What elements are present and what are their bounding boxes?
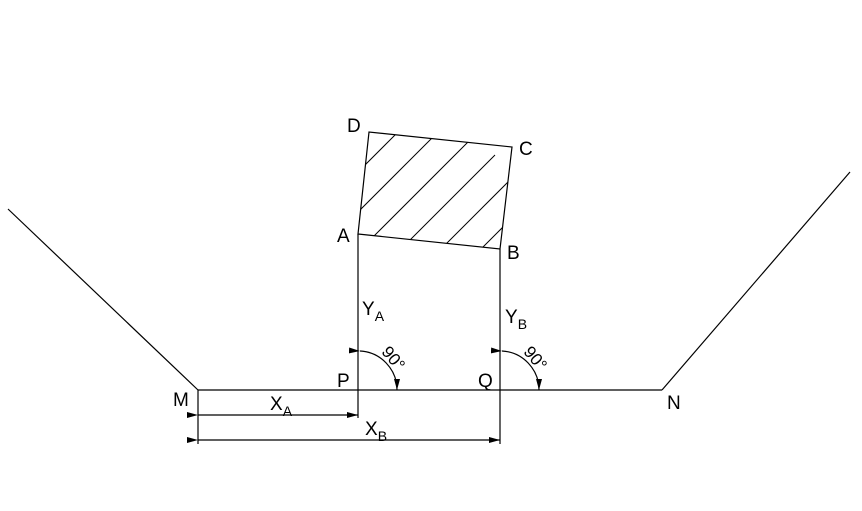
dimension-label-yb: YB [505,307,527,332]
angle-label-right: 90° [520,342,551,374]
point-label-a: A [337,226,350,247]
angle-label-left: 90° [378,342,409,374]
point-label-p: P [337,371,350,392]
point-label-b: B [507,243,520,264]
hatched-block [357,131,513,250]
point-label-m: M [173,390,189,411]
dimension-label-xb: XB [365,419,387,444]
angle-arc-right [490,347,543,391]
point-label-c: C [519,139,533,160]
dimension-label-ya: YA [362,299,385,324]
left-slope-line [7,208,199,391]
angle-arc-left [348,347,401,391]
point-label-n: N [667,393,681,414]
right-slope-line [661,171,851,391]
point-label-q: Q [478,371,493,392]
dimension-label-xa: XA [270,394,293,419]
quad-outline [357,131,513,250]
point-label-d: D [347,116,361,137]
